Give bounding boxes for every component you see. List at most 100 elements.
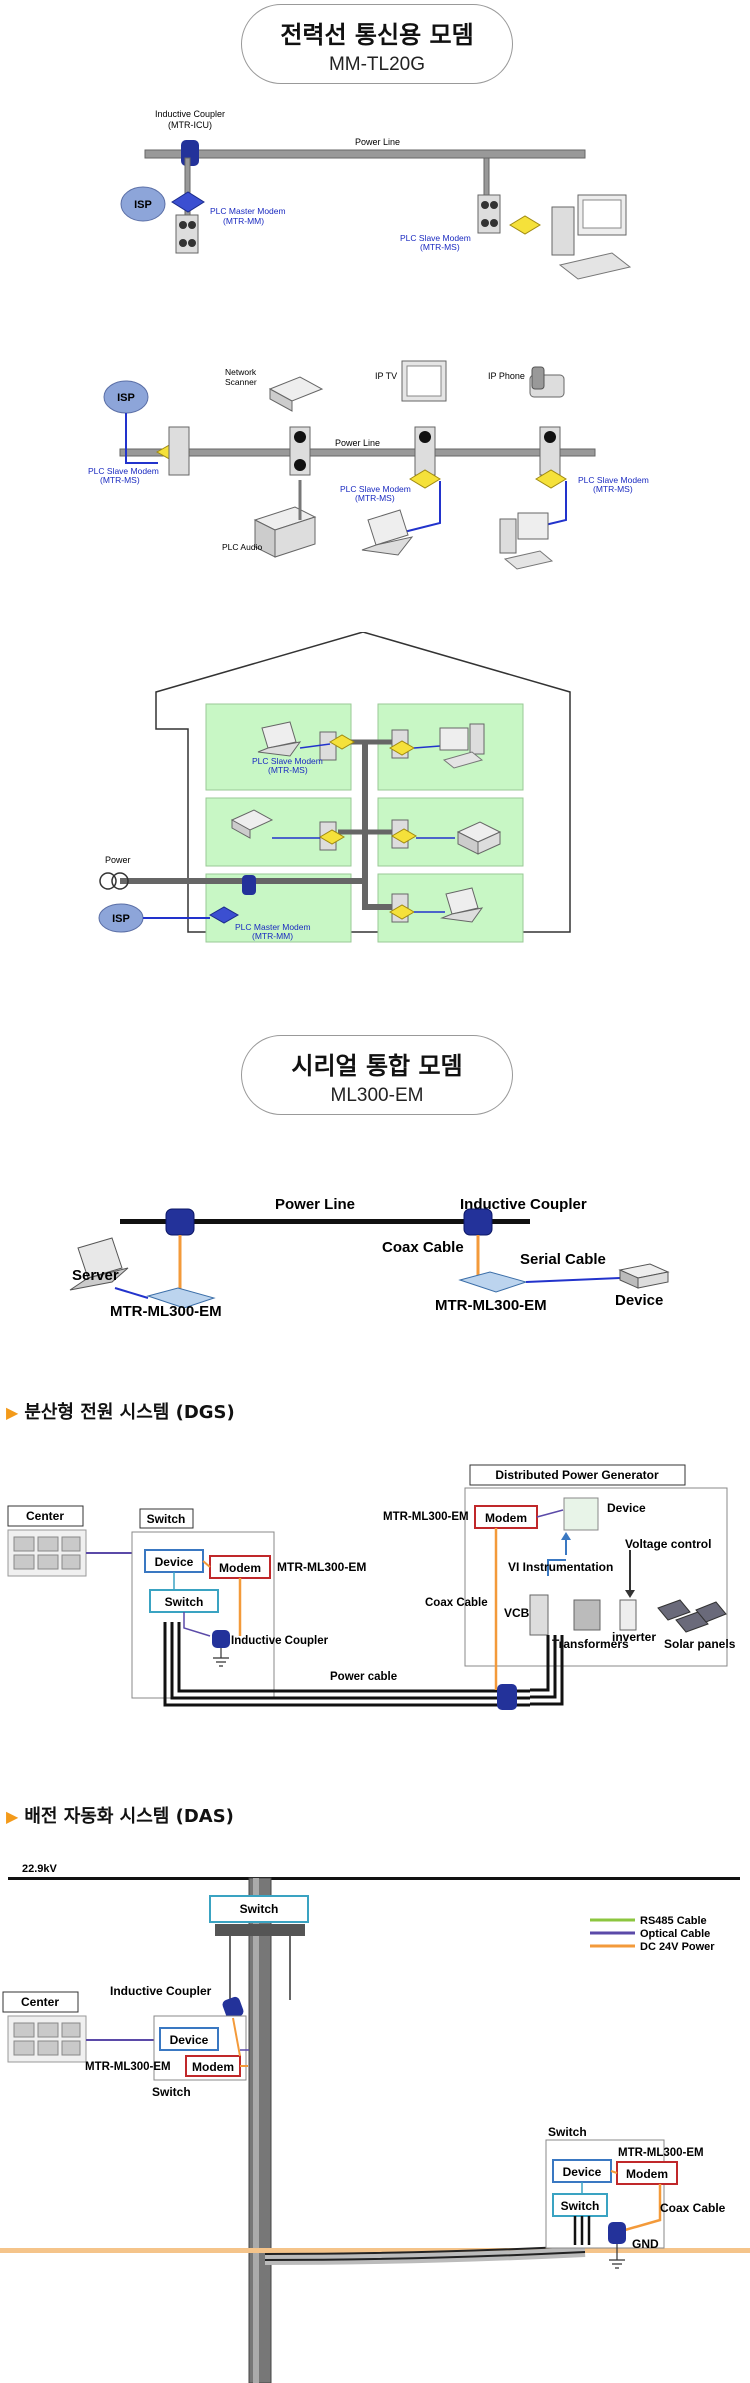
inductive-coupler-label: Inductive Coupler	[110, 1984, 212, 1998]
outlet-right-icon	[477, 194, 501, 234]
dpg-modem-label: Modem	[485, 1511, 527, 1525]
master-modem-label: PLC Master Modem	[235, 922, 311, 932]
device-label: Device	[155, 1555, 194, 1569]
das-section-title: 배전 자동화 시스템 (DAS)	[24, 1806, 234, 1827]
utility-pole	[248, 1877, 272, 2383]
dgs-section-title: 분산형 전원 시스템 (DGS)	[24, 1402, 235, 1423]
section1-title: 전력선 통신용 모뎀	[280, 21, 474, 49]
dpg-title: Distributed Power Generator	[495, 1468, 659, 1482]
plc-audio-icon	[253, 506, 317, 558]
vcb-icon	[529, 1594, 549, 1636]
isp-label: ISP	[112, 913, 130, 925]
diagram-house-network: Power ISP PLC Master Modem (MTR-MM) PLC …	[98, 632, 571, 943]
section-marker-icon: ▶	[6, 1807, 19, 1826]
device-label: Device	[170, 2033, 209, 2047]
coax-cable-label: Coax Cable	[660, 2201, 726, 2215]
master-modem-label: PLC Master Modem	[210, 206, 286, 216]
ground-level	[0, 2248, 750, 2253]
coupler-model: (MTR-ICU)	[168, 120, 212, 130]
slave-modem-model-3: (MTR-MS)	[593, 484, 633, 494]
section2-model: ML300-EM	[330, 1085, 424, 1106]
slave-modem-icon	[509, 215, 541, 235]
diagram-serial-modem: Power Line Inductive Coupler Server MTR-…	[69, 1196, 670, 1320]
slave-modem-label: PLC Slave Modem	[88, 466, 159, 476]
center-label: Center	[21, 1995, 59, 2009]
master-modem-icon	[171, 191, 205, 213]
coax-cable-label: Coax Cable	[382, 1239, 464, 1256]
solar-panels-label: Solar panels	[664, 1637, 736, 1651]
transformer-icon	[573, 1599, 601, 1631]
section1-title-pill: 전력선 통신용 모뎀 MM-TL20G	[241, 4, 513, 84]
gnd-label: GND	[632, 2237, 659, 2251]
voltage-label: 22.9kV	[22, 1863, 58, 1875]
device-box	[159, 2027, 219, 2051]
printer-icon	[456, 821, 502, 855]
slave-modem-model: (MTR-MS)	[100, 475, 140, 485]
r-device-label: Device	[563, 2165, 602, 2179]
outlet-hole-icon	[179, 221, 187, 229]
iptv-label: IP TV	[375, 371, 397, 381]
slave-modem-label: PLC Slave Modem	[400, 233, 471, 243]
inductive-coupler-icon	[222, 1996, 244, 2020]
dpg-device-icon	[563, 1497, 599, 1531]
device-label: Device	[615, 1292, 663, 1309]
serial-cable-label: Serial Cable	[520, 1251, 606, 1268]
section1-model: MM-TL20G	[328, 54, 426, 75]
inductive-coupler-label: Inductive Coupler	[460, 1196, 587, 1213]
ground-icon	[609, 2244, 625, 2269]
server-label: Server	[72, 1267, 119, 1284]
solar-panels-icon	[657, 1599, 727, 1633]
plc-audio-label: PLC Audio	[222, 542, 262, 552]
slave-modem-label-2: PLC Slave Modem	[340, 484, 411, 494]
legend: RS485 Cable Optical Cable DC 24V Power	[590, 1915, 715, 1953]
ipphone-icon	[529, 366, 565, 398]
inductive-coupler-left-icon	[165, 1208, 195, 1236]
ml300-modem-right-icon	[458, 1271, 528, 1293]
r-modem-label: Modem	[626, 2167, 668, 2181]
inductive-coupler-icon	[242, 875, 256, 895]
das-section-heading: ▶ 배전 자동화 시스템 (DAS)	[6, 1802, 234, 1828]
slave-modem-icon	[535, 469, 567, 489]
transformers-label: Transformers	[552, 1637, 629, 1651]
isp-icon	[120, 186, 166, 222]
diagram-dgs: Center Switch Device Modem MTR-ML300-EM …	[7, 1464, 736, 1710]
pole-crossarm	[215, 1924, 305, 1936]
power-line-label: Power Line	[335, 438, 380, 448]
modem-left-label: MTR-ML300-EM	[110, 1303, 222, 1320]
lan-cable	[125, 413, 158, 464]
r-switch-box	[552, 2193, 608, 2217]
center-label-box	[7, 1505, 84, 1527]
iptv-icon	[401, 360, 447, 402]
slave-modem-model: (MTR-MS)	[268, 765, 308, 775]
ipphone-label: IP Phone	[488, 371, 525, 381]
inductive-coupler-right-icon	[463, 1208, 493, 1236]
ml300-modem-left-icon	[146, 1287, 216, 1309]
master-modem-icon	[208, 906, 240, 924]
network-scanner-icon	[268, 376, 324, 412]
laptop-icon	[440, 887, 484, 923]
pole-switch-box	[209, 1895, 309, 1923]
switch-under-label: Switch	[152, 2085, 191, 2099]
dpg-title-box	[469, 1464, 686, 1486]
center-label: Center	[26, 1509, 64, 1523]
scanner-label-1: Network	[225, 367, 257, 377]
voltage-control-label: Voltage control	[625, 1537, 711, 1551]
outlet-icon	[175, 214, 199, 254]
r-switch-label: Switch	[561, 2199, 600, 2213]
modem-label: Modem	[192, 2060, 234, 2074]
r-inductive-coupler-icon	[608, 2222, 626, 2244]
r-switch-title: Switch	[548, 2125, 587, 2139]
inductive-coupler-label: Inductive Coupler	[231, 1635, 329, 1647]
outlet-icon	[168, 426, 190, 476]
slave-modem-model-2: (MTR-MS)	[355, 493, 395, 503]
inverter-icon	[619, 1599, 637, 1631]
slave-modem-icon	[329, 734, 355, 750]
power-line-bar	[144, 149, 586, 159]
dpg-device-label: Device	[607, 1501, 646, 1515]
ground-icon	[213, 1648, 229, 1667]
diagram-plc-home-network: Power Line ISP PLC Slave Modem (MTR-MS) …	[88, 360, 649, 570]
modem-model-label: MTR-ML300-EM	[277, 1560, 366, 1574]
r-modem-model-label: MTR-ML300-EM	[618, 2147, 704, 2159]
laptop-icon	[361, 509, 414, 556]
switch-label: Switch	[165, 1595, 204, 1609]
